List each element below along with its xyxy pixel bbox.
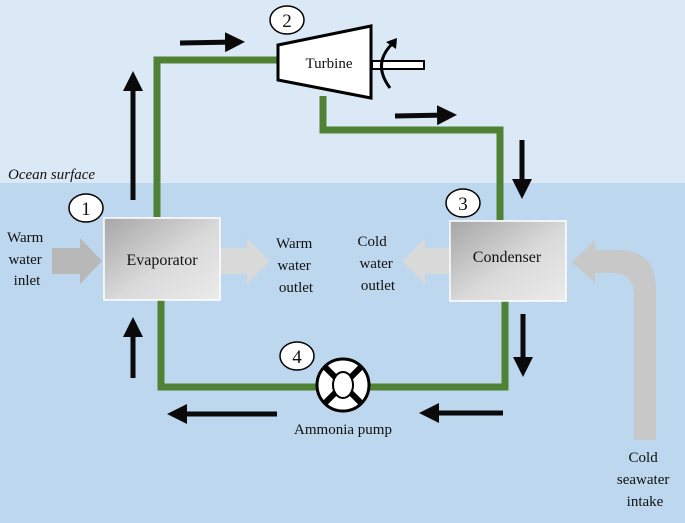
evaporator-label: Evaporator: [126, 252, 198, 269]
turbine-body: [276, 24, 373, 100]
turbine-shaft: [371, 60, 425, 70]
state-point-2: 2: [269, 5, 305, 35]
flow-arrows: [123, 32, 533, 424]
ammonia-loop: [153, 56, 509, 391]
state-point-3: 3: [445, 188, 481, 218]
ammonia-pump: Ammonia pump: [294, 357, 392, 438]
cold-water-outlet-arrow: [402, 238, 450, 284]
svg-text:3: 3: [458, 194, 468, 215]
state-point-1: 1: [68, 193, 104, 223]
pipe-condenser-to-pump: [370, 300, 509, 391]
pipe-pump-to-evaporator: [157, 300, 316, 391]
condenser-box: [449, 220, 567, 302]
flow-arrow-right-top: [179, 32, 245, 53]
pipe-turbine-to-condenser: [319, 96, 504, 220]
flow-arrow-right-mid: [394, 105, 457, 126]
ammonia-pump-label: Ammonia pump: [294, 422, 392, 438]
rotation-icon: [380, 42, 394, 89]
turbine: Turbine: [276, 24, 425, 100]
pump-hub: [332, 371, 354, 399]
state-point-4: 4: [279, 341, 315, 371]
turbine-label: Turbine: [306, 56, 353, 72]
cold-water-outlet-label: Cold water outlet: [358, 234, 397, 294]
warm-water-inlet-arrow: [52, 238, 102, 284]
ocean-surface-label: Ocean surface: [8, 167, 95, 183]
svg-text:1: 1: [81, 199, 91, 220]
warm-water-outlet-arrow: [220, 238, 270, 284]
svg-text:2: 2: [282, 11, 292, 32]
cold-seawater-intake-label: Cold seawater intake: [617, 450, 673, 510]
evaporator-box: [103, 217, 221, 301]
pipe-evaporator-to-turbine: [153, 56, 280, 217]
warm-water-inlet-label: Warm water inlet: [7, 230, 47, 289]
cold-seawater-intake-arrow: [572, 240, 656, 440]
ocean-region: [0, 183, 685, 523]
condenser-label: Condenser: [473, 249, 542, 266]
warm-water-outlet-label: Warm water outlet: [276, 236, 316, 296]
svg-text:4: 4: [292, 347, 302, 368]
condenser: Condenser: [449, 220, 567, 302]
evaporator: Evaporator: [103, 217, 221, 301]
rotation-arrowhead-icon: [386, 38, 397, 49]
